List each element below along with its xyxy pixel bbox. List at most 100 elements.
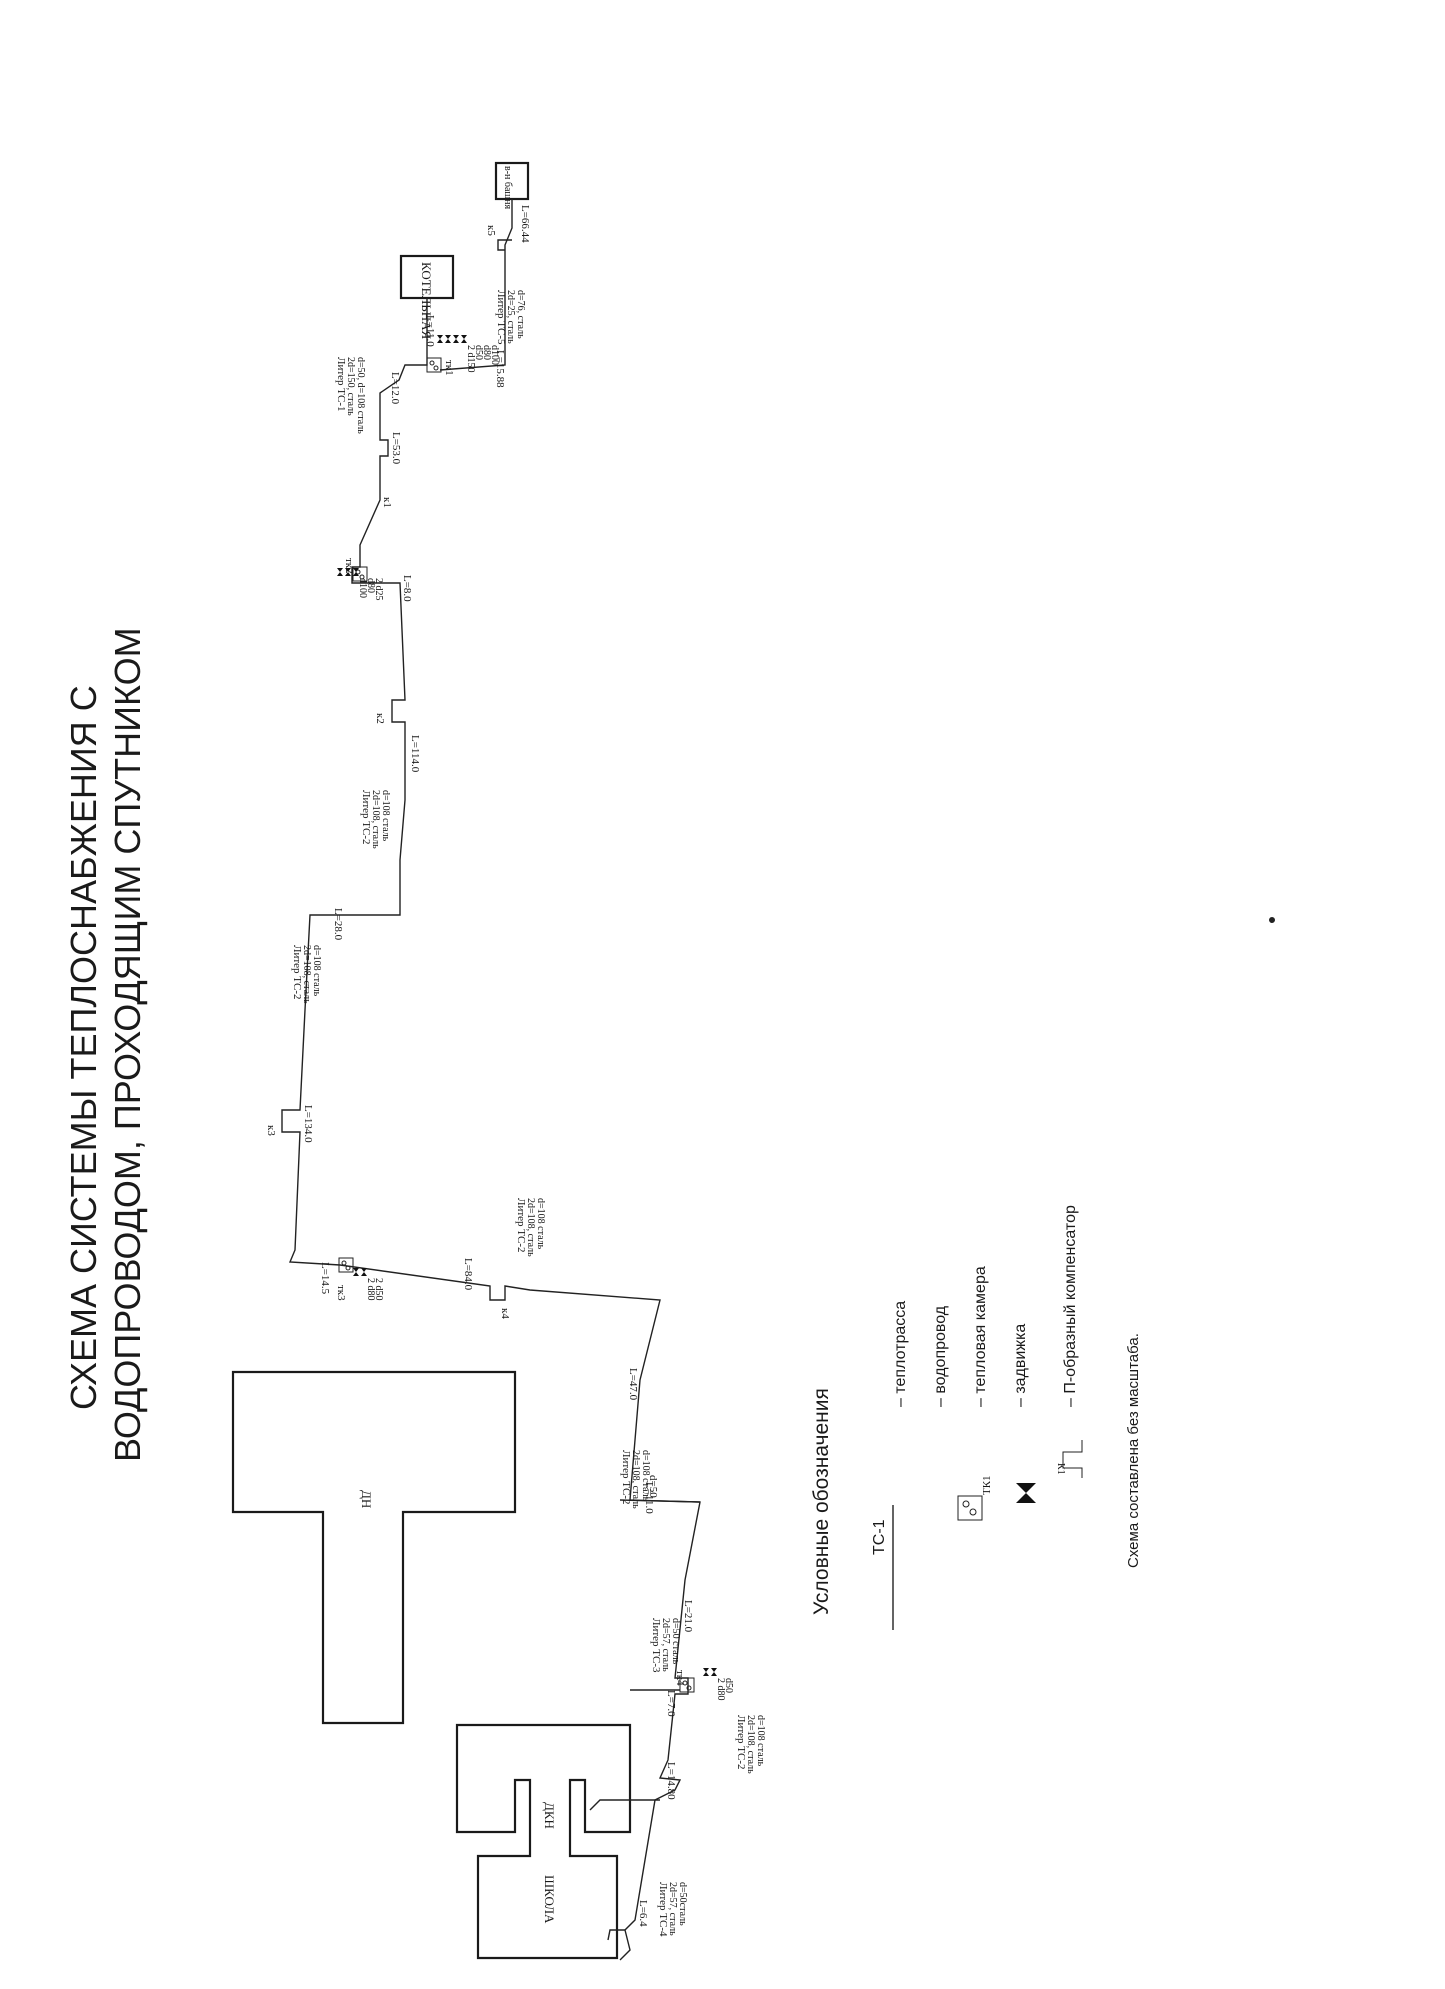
valve-tk4-1: d50 — [723, 1678, 734, 1693]
valve-icon-tk3-1 — [353, 1268, 359, 1276]
liter-tc5-line1: 2d=25, сталь — [505, 290, 516, 344]
liter-tc5-head: Литер ТС-5 — [495, 290, 507, 345]
seg-l10: L=47.0 — [627, 1368, 639, 1401]
liter-tc2d-line1: 2d=108, сталь — [630, 1450, 641, 1509]
valve-icon-tk1-1 — [453, 335, 459, 343]
valve-icon-tk2-0 — [353, 568, 359, 576]
valve-icon-tk2-1 — [345, 568, 351, 576]
liter-tc2c-head: Литер ТС-2 — [515, 1198, 527, 1253]
building-dn-label: ДН — [359, 1490, 374, 1508]
liter-tc4: Литер ТС-4 2d=57, сталь d=50сталь — [657, 1882, 688, 1937]
branch-d50 — [619, 1499, 701, 1503]
valves-tk1: 2 d150 d50 d80 d100 — [465, 345, 500, 373]
liter-tc3-head: Литер ТС-3 — [650, 1618, 662, 1673]
valve-tk3-0: 2 d80 — [365, 1278, 376, 1301]
compensator-k3: к3 — [265, 1125, 277, 1136]
liter-tc1: Литер ТС-1 2d=150, сталь d=50, d=108 ста… — [335, 357, 366, 434]
seg-l1: L=11.0 — [424, 315, 436, 347]
legend-sample-camera-icon — [957, 1495, 983, 1521]
valve-tk2-1: d80 — [365, 578, 376, 593]
legend-item-3: – задвижка — [1012, 1324, 1029, 1407]
building-tower-label: в-н башня — [502, 166, 513, 209]
liter-tc4-line1: 2d=57, сталь — [667, 1882, 678, 1936]
liter-tc4-head: Литер ТС-4 — [657, 1882, 669, 1937]
valve-icon-tk2-2 — [337, 568, 343, 576]
legend-camera-sample-label: ТК1 — [981, 1475, 993, 1495]
seg-l13: L=7.0 — [665, 1690, 677, 1717]
valve-tk1-3: d100 — [489, 345, 500, 365]
seg-l7: L=134.0 — [302, 1105, 314, 1143]
title-line-2: ВОДОПРОВОДОМ, ПРОХОДЯЩИМ СПУТНИКОМ — [107, 627, 148, 1462]
seg-l15: L=6.4 — [637, 1900, 649, 1927]
liter-tc2c-line2: d=108 сталь — [535, 1198, 546, 1250]
liter-tc2b-head: Литер ТС-2 — [291, 945, 303, 1000]
liter-tc2d-head: Литер ТС-2 — [620, 1450, 632, 1505]
seg-l12: L=21.0 — [682, 1600, 694, 1633]
chamber-tk1-label: тк1 — [443, 360, 455, 376]
liter-tc1-line1: 2d=150, сталь — [345, 357, 356, 416]
liter-tc2e: Литер ТС-2 2d=108, сталь d=108 сталь — [735, 1715, 766, 1774]
legend-item-4: – П-образный компенсатор — [1062, 1205, 1079, 1407]
valve-tk2-2: 2 d25 — [373, 578, 384, 601]
liter-tc2a: Литер ТС-2 2d=108, сталь d=108 сталь — [360, 790, 391, 849]
chamber-tk2-label: тк2 — [343, 558, 355, 574]
liter-tc2b-line1: 2d=108, сталь — [301, 945, 312, 1004]
chamber-tk3-label: тк3 — [335, 1285, 347, 1301]
liter-tc1-head: Литер ТС-1 — [335, 357, 347, 412]
chamber-tk3: тк3 — [335, 1257, 354, 1301]
compensator-k1: к1 — [381, 497, 393, 508]
compensator-k4: к4 — [499, 1308, 511, 1319]
seg-l17: L=66.44 — [519, 205, 531, 243]
seg-l9: L=84.0 — [462, 1258, 474, 1291]
seg-l3: L=53.0 — [390, 432, 402, 465]
liter-tc5-line2: d=76, сталь — [515, 290, 526, 339]
valve-icon-tk1-3 — [437, 335, 443, 343]
liter-tc2e-line2: d=108 сталь — [755, 1715, 766, 1767]
liter-tc4-line2: d=50сталь — [677, 1882, 688, 1926]
valve-tk1-2: d80 — [481, 345, 492, 360]
valves-tk3: 2 d80 2 d50 — [365, 1278, 384, 1301]
chamber-tk2: тк2 — [343, 558, 368, 582]
legend-sample-compensator-icon — [1062, 1440, 1083, 1478]
building-dkn-label: ДКН — [542, 1802, 557, 1829]
liter-tc3-line1: 2d=57, сталь — [660, 1618, 671, 1672]
liter-tc2a-head: Литер ТС-2 — [360, 790, 372, 845]
liter-tc2a-line2: d=108 сталь — [380, 790, 391, 842]
liter-tc2b: Литер ТС-2 2d=108, сталь d=108 сталь — [291, 945, 322, 1004]
seg-l5: L=114.0 — [409, 735, 421, 773]
seg-l4: L=8.0 — [401, 575, 413, 602]
legend-sample-valve-icon — [1016, 1483, 1036, 1503]
liter-tc2d: Литер ТС-2 2d=108, сталь d=108 сталь — [620, 1450, 651, 1509]
legend-sample-label: ТС-1 — [871, 1519, 888, 1555]
liter-tc2e-head: Литер ТС-2 — [735, 1715, 747, 1770]
liter-tc1-line2: d=50, d=108 сталь — [355, 357, 366, 434]
liter-tc5: Литер ТС-5 2d=25, сталь d=76, сталь — [495, 290, 526, 345]
liter-tc3-line2: d=50 сталь — [670, 1618, 681, 1665]
valve-tk3-1: 2 d50 — [373, 1278, 384, 1301]
title-line-1: СХЕМА СИСТЕМЫ ТЕПЛОСНАБЖЕНИЯ С — [63, 685, 104, 1410]
compensator-k5: к5 — [485, 225, 497, 236]
liter-tc2e-line1: 2d=108, сталь — [745, 1715, 756, 1774]
liter-tc2a-line1: 2d=108, сталь — [370, 790, 381, 849]
legend-item-0: – теплотрасса — [892, 1301, 909, 1407]
valve-icon-tk4-0 — [711, 1668, 717, 1676]
branch-to-tower — [439, 199, 513, 371]
valve-icon-tk1-2 — [445, 335, 451, 343]
valve-tk1-1: d50 — [473, 345, 484, 360]
valves-tk2: d100 d80 2 d25 — [357, 578, 384, 601]
valves-tk4: 2 d80 d50 — [715, 1678, 734, 1701]
chamber-tk1: тк1 — [426, 357, 455, 376]
seg-l2: L=12.0 — [389, 372, 401, 405]
legend-item-1: – водопровод — [932, 1305, 949, 1407]
seg-l14: L=14.80 — [665, 1762, 677, 1800]
branch-bottom — [589, 1799, 660, 1811]
valve-icon-tk4-1 — [703, 1668, 709, 1676]
seg-l8: L=14.5 — [319, 1262, 331, 1295]
valve-icon-tk3-0 — [361, 1268, 367, 1276]
valve-tk4-0: 2 d80 — [715, 1678, 726, 1701]
legend-note: Схема составлена без масштаба. — [1125, 1333, 1142, 1568]
seg-l16: L=15.88 — [494, 350, 506, 388]
tower-connector — [497, 239, 512, 251]
scan-dot — [1269, 917, 1275, 923]
